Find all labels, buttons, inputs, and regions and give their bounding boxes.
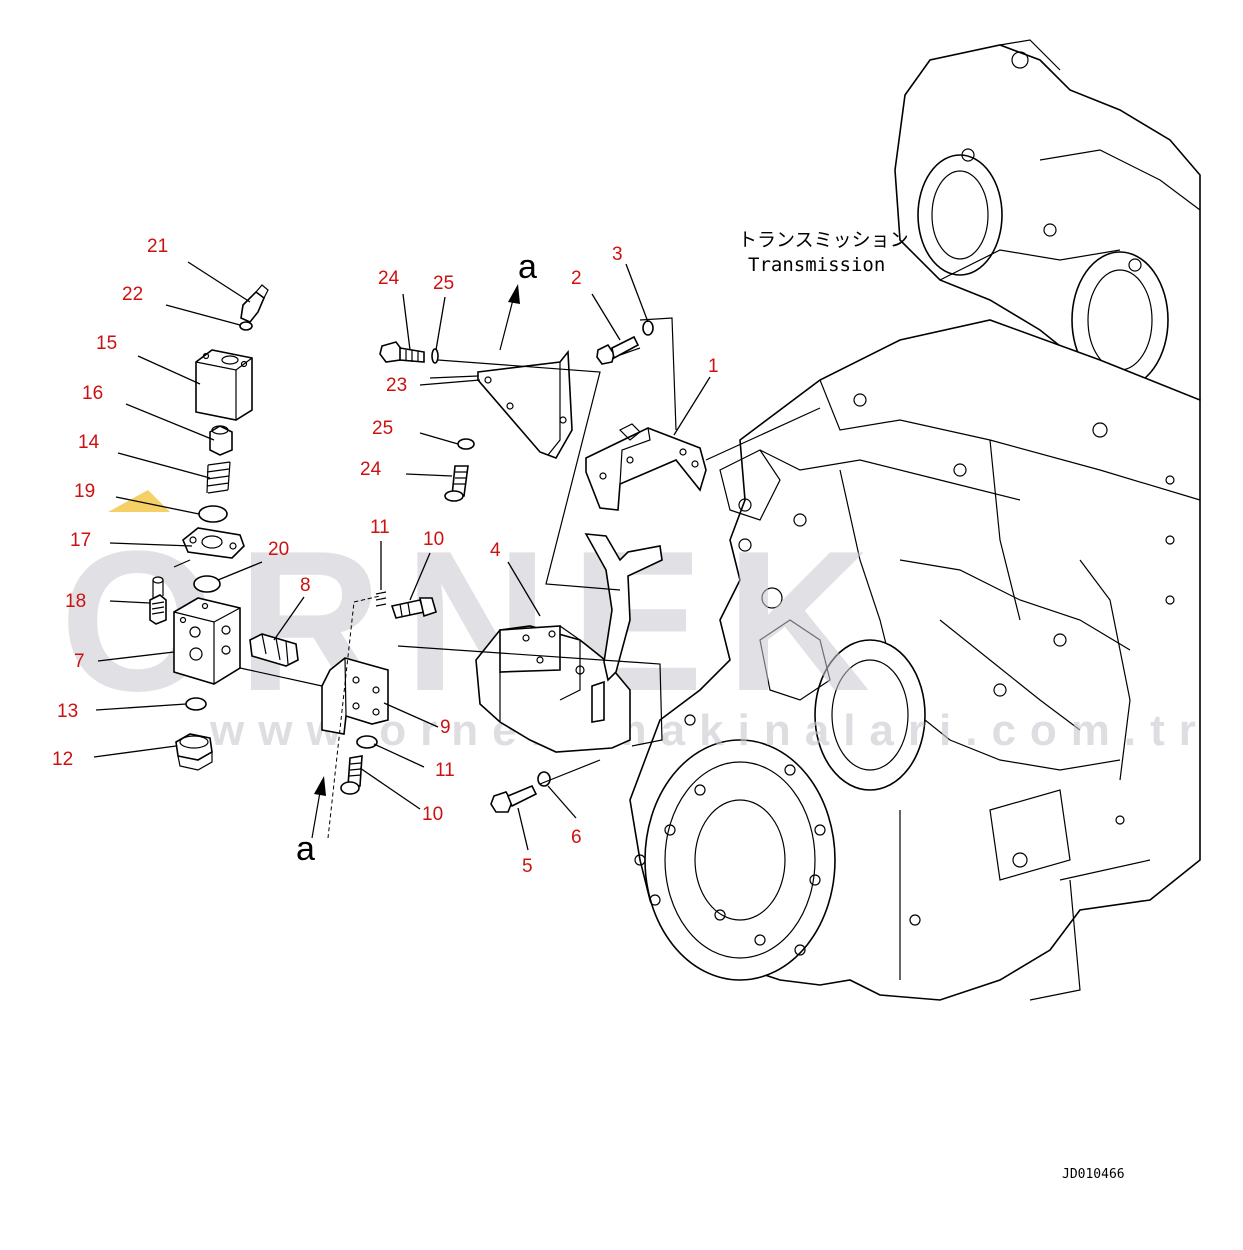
- callout-20: 20: [268, 539, 289, 560]
- callout-15: 15: [96, 333, 117, 354]
- callout-12: 12: [52, 749, 73, 770]
- leader-lines: [93, 261, 711, 851]
- watermark-accent-icon: [108, 490, 170, 512]
- callout-8: 8: [300, 575, 311, 596]
- callout-13: 13: [57, 701, 78, 722]
- callout-25: 25: [372, 418, 393, 439]
- callout-14: 14: [78, 432, 100, 453]
- callouts: 21 22 15 16 14 19 17 20 18 7 8 13 12 24 …: [52, 236, 719, 877]
- callout-11-top: 11: [370, 517, 390, 538]
- callout-9: 9: [440, 717, 451, 738]
- callout-21: 21: [147, 236, 168, 257]
- valve-stack: [149, 284, 299, 771]
- transmission-housing: [629, 39, 1201, 1001]
- transmission-label-en: Transmission: [748, 254, 885, 276]
- callout-10-top: 10: [423, 529, 444, 550]
- callout-17: 17: [70, 530, 91, 551]
- transmission-label-jp: トランスミッション: [738, 229, 909, 251]
- callout-16: 16: [82, 383, 103, 404]
- callout-2: 2: [571, 268, 582, 289]
- upper-bracket-group: [379, 320, 707, 511]
- callout-19: 19: [74, 481, 95, 502]
- callout-11: 11: [435, 760, 455, 781]
- callout-5: 5: [522, 856, 533, 877]
- callout-24-top: 24: [378, 268, 400, 289]
- callout-6: 6: [571, 827, 582, 848]
- callout-25-top: 25: [433, 273, 454, 294]
- callout-7: 7: [74, 651, 85, 672]
- view-arrow-label-top: a: [518, 248, 537, 286]
- callout-10: 10: [422, 804, 443, 825]
- view-arrow-label-bottom: a: [296, 830, 315, 868]
- callout-23: 23: [386, 375, 407, 396]
- callout-3: 3: [612, 244, 623, 265]
- view-arrow-down-icon: [314, 776, 326, 796]
- drawing-code: JD010466: [1062, 1167, 1125, 1182]
- view-arrow-up-icon: [508, 284, 520, 304]
- callout-18: 18: [65, 591, 86, 612]
- callout-24: 24: [360, 459, 382, 480]
- assembly-lines: [173, 284, 821, 839]
- lower-bracket-group: [321, 533, 663, 813]
- callout-4: 4: [490, 540, 501, 561]
- callout-1: 1: [708, 356, 719, 377]
- labels: トランスミッション Transmission a a JD010466: [296, 229, 1125, 1182]
- callout-22: 22: [122, 284, 143, 305]
